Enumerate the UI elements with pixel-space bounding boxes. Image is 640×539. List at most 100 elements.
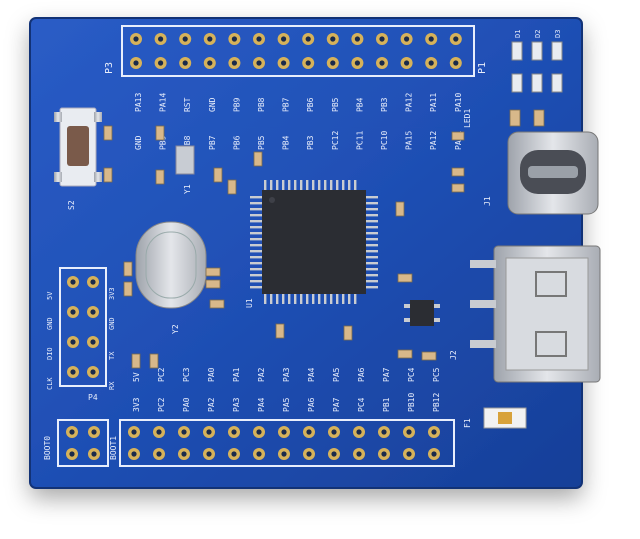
- mcu-pin: [366, 244, 378, 247]
- bottom-header-label: PA0: [207, 367, 216, 382]
- top-header-label: PB4: [282, 135, 291, 150]
- top-header-pin-hole: [453, 36, 459, 42]
- boot0-label: BOOT0: [43, 436, 52, 460]
- crystal-small-designator: Y1: [183, 184, 192, 194]
- top-header-pin-hole: [182, 36, 188, 42]
- top-header-pin-hole: [231, 60, 237, 66]
- top-header-label: PB5: [257, 135, 266, 150]
- left-header-label: GND: [108, 317, 116, 330]
- bottom-header-pin-hole: [231, 451, 237, 457]
- diode-label: D1: [514, 30, 522, 38]
- mcu-pin: [366, 232, 378, 235]
- top-header-pin-hole: [133, 36, 139, 42]
- bottom-header-pin-hole: [256, 451, 262, 457]
- smd-component: [123, 261, 133, 277]
- smd-component: [451, 131, 465, 141]
- top-header-label: PB9: [159, 135, 168, 150]
- mcu-pin: [366, 280, 378, 283]
- bottom-header-pin-hole: [281, 429, 287, 435]
- small-ic: [404, 300, 440, 326]
- smd-component: [397, 273, 413, 283]
- header-top-designator: P1: [477, 62, 488, 74]
- mcu-pin: [276, 180, 279, 192]
- mcu-pin: [366, 256, 378, 259]
- bottom-header-label: PA2: [207, 397, 216, 412]
- smd-component: [227, 179, 237, 195]
- bottom-header-label: PA5: [282, 397, 291, 412]
- led: [551, 73, 563, 93]
- bottom-header-pin-hole: [306, 429, 312, 435]
- mcu-pin: [330, 180, 333, 192]
- top-header-pin-hole: [256, 60, 262, 66]
- top-header-pin-hole: [305, 60, 311, 66]
- mcu-pin: [366, 226, 378, 229]
- diode: [531, 41, 543, 61]
- bottom-header-label: PA3: [232, 397, 241, 412]
- mcu-pin: [324, 292, 327, 304]
- smd-component: [155, 125, 165, 141]
- mcu-pin: [348, 180, 351, 192]
- top-header-pin-hole: [354, 36, 360, 42]
- mcu-pin: [312, 292, 315, 304]
- crystal-big-designator: Y2: [171, 324, 180, 334]
- usb-a-designator: J2: [449, 350, 458, 360]
- top-header-pin-hole: [404, 36, 410, 42]
- left-header-label: DIO: [46, 347, 54, 360]
- left-header-pin-hole: [70, 309, 76, 315]
- top-header-label: PA13: [134, 93, 143, 112]
- mcu-pin: [342, 180, 345, 192]
- smd-component: [343, 325, 353, 341]
- smd-component: [509, 109, 521, 127]
- left-header-pin-hole: [70, 279, 76, 285]
- mcu-pin: [354, 180, 357, 192]
- left-header-label: 5V: [46, 291, 54, 300]
- bottom-header-label: PA5: [332, 367, 341, 382]
- bottom-header-label: PA3: [282, 367, 291, 382]
- mcu-pin: [270, 180, 273, 192]
- bottom-header-pin-hole: [156, 451, 162, 457]
- smd-component: [123, 281, 133, 297]
- top-header-pin-hole: [379, 36, 385, 42]
- led: [531, 73, 543, 93]
- smd-component: [421, 351, 437, 361]
- left-header-label: GND: [46, 317, 54, 330]
- usb-c-port: J1: [483, 131, 599, 215]
- top-header-pin-hole: [428, 36, 434, 42]
- left-header-label: CLK: [46, 377, 54, 390]
- boot-header: BOOT0 BOOT1: [43, 419, 118, 467]
- bottom-header-label: PC2: [157, 367, 166, 382]
- top-header-pin-hole: [330, 36, 336, 42]
- smd-component: [205, 267, 221, 277]
- boot-pin-hole: [91, 451, 97, 457]
- left-header-label: TX: [108, 351, 116, 360]
- header-bottom: [119, 419, 455, 467]
- bottom-header-label: PA7: [332, 397, 341, 412]
- top-header-label: PB4: [355, 97, 364, 112]
- bottom-header-label: 3V3: [132, 397, 141, 412]
- mcu-pin: [306, 292, 309, 304]
- top-header-label: GND: [134, 135, 143, 150]
- bottom-header-label: PC2: [157, 397, 166, 412]
- smd-component: [213, 167, 223, 183]
- top-header-pin-hole: [207, 60, 213, 66]
- mcu-pin: [250, 226, 262, 229]
- mcu-pin: [264, 292, 267, 304]
- bottom-header-pin-hole: [206, 429, 212, 435]
- led1-label: LED1: [463, 109, 472, 128]
- led: [511, 73, 523, 93]
- mcu-pin: [366, 202, 378, 205]
- smd-component: [397, 349, 413, 359]
- smd-component: [533, 109, 545, 127]
- passive-components: [103, 109, 545, 369]
- top-header-label: PC10: [380, 131, 389, 150]
- mcu-pin: [366, 238, 378, 241]
- top-header-label: PB3: [306, 135, 315, 150]
- mcu-pin: [288, 292, 291, 304]
- mcu-pin: [324, 180, 327, 192]
- bottom-header-label: PC3: [182, 367, 191, 382]
- top-header-pin-hole: [133, 60, 139, 66]
- mcu-pin: [250, 202, 262, 205]
